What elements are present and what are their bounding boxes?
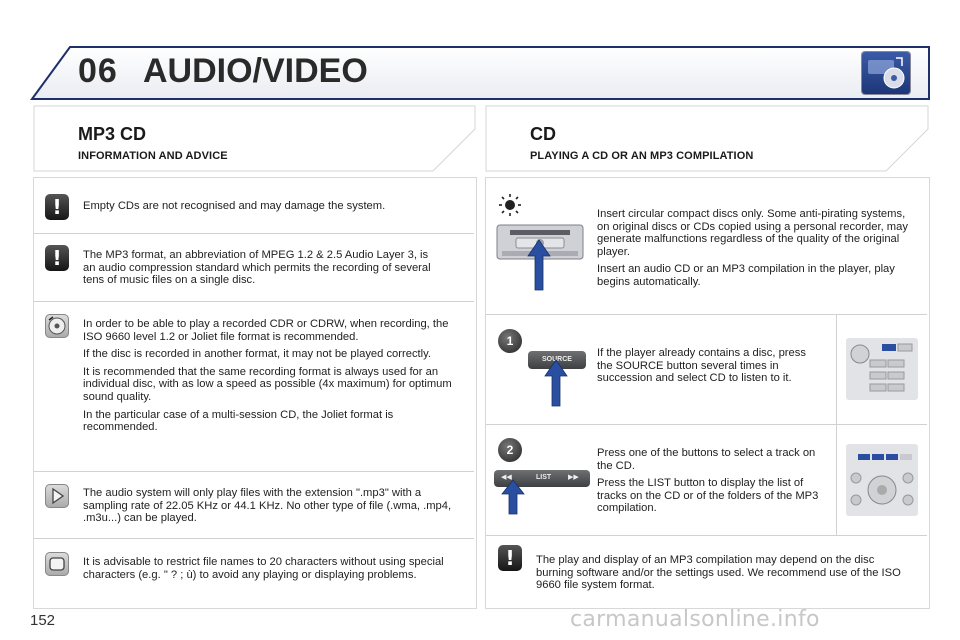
step-1-text: If the player already contains a disc, p… [597,347,817,390]
step-1-number: 1 [498,329,522,353]
control-panel-illustration [846,338,918,400]
note-icon [45,552,69,576]
right-section-title: CD [530,124,556,144]
paragraph: It is advisable to restrict file names t… [83,556,444,581]
right-section-header-box [485,105,929,172]
divider [486,314,927,315]
paragraph: Press one of the buttons to select a tra… [597,447,816,472]
previous-track-button: ◀◀ [501,474,512,481]
press-arrow-icon [501,479,525,515]
track-button-strip: ◀◀ LIST ▶▶ [494,470,590,487]
audio-video-chapter-icon [862,52,910,94]
divider [34,301,474,302]
insert-disc-arrow-icon [527,239,551,291]
left-item-5-text: It is advisable to restrict file names t… [83,556,468,586]
divider [34,233,474,234]
right-warning-text: The play and display of an MP3 compilati… [536,554,914,597]
paragraph: The play and display of an MP3 compilati… [536,554,901,592]
left-item-4-text: The audio system will only play files wi… [83,487,468,530]
list-button: LIST [536,474,552,481]
left-info-panel [33,177,477,609]
front-panel-illustration [846,444,918,516]
left-item-1-text: Empty CDs are not recognised and may dam… [83,200,463,218]
step-2-number: 2 [498,438,522,462]
paragraph: Press the LIST button to display the lis… [597,477,819,515]
paragraph: In the particular case of a multi-sessio… [83,408,394,434]
next-track-button: ▶▶ [568,474,579,481]
left-section-header-box [33,105,476,172]
step-2-text: Press one of the buttons to select a tra… [597,447,825,520]
paragraph: Empty CDs are not recognised and may dam… [83,200,386,212]
watermark: carmanualsonline.info [570,607,820,632]
play-icon [45,484,69,508]
paragraph: It is recommended that the same recordin… [83,365,452,403]
divider [34,538,474,539]
chapter-title: AUDIO/VIDEO [143,52,368,90]
paragraph: If the disc is recorded in another forma… [83,348,432,361]
paragraph: Insert an audio CD or an MP3 compilation… [597,263,895,288]
paragraph: Insert circular compact discs only. Some… [597,208,908,258]
divider [836,315,837,424]
chapter-number: 06 [78,52,118,90]
chapter-header-banner [30,46,930,100]
page-number: 152 [30,612,56,629]
warning-icon: ! [498,545,522,571]
divider [34,471,474,472]
press-arrow-icon [544,359,568,407]
source-button: SOURCE [528,351,586,369]
warning-icon: ! [45,194,69,220]
light-icon [498,193,522,217]
divider [486,424,927,425]
paragraph: The audio system will only play files wi… [83,487,452,525]
disc-icon [45,314,69,338]
paragraph: If the player already contains a disc, p… [597,347,806,385]
divider [486,535,927,536]
left-item-2-text: The MP3 format, an abbreviation of MPEG … [83,249,443,292]
left-section-title: MP3 CD [78,124,147,144]
left-item-3-text: In order to be able to play a recorded C… [83,318,458,439]
paragraph: In order to be able to play a recorded C… [83,318,449,343]
warning-icon: ! [45,245,69,271]
paragraph: The MP3 format, an abbreviation of MPEG … [83,249,431,287]
divider [836,425,837,535]
intro-text: Insert circular compact discs only. Some… [597,208,919,294]
left-section-subtitle: INFORMATION AND ADVICE [78,150,228,162]
right-section-subtitle: PLAYING A CD OR AN MP3 COMPILATION [530,150,754,162]
